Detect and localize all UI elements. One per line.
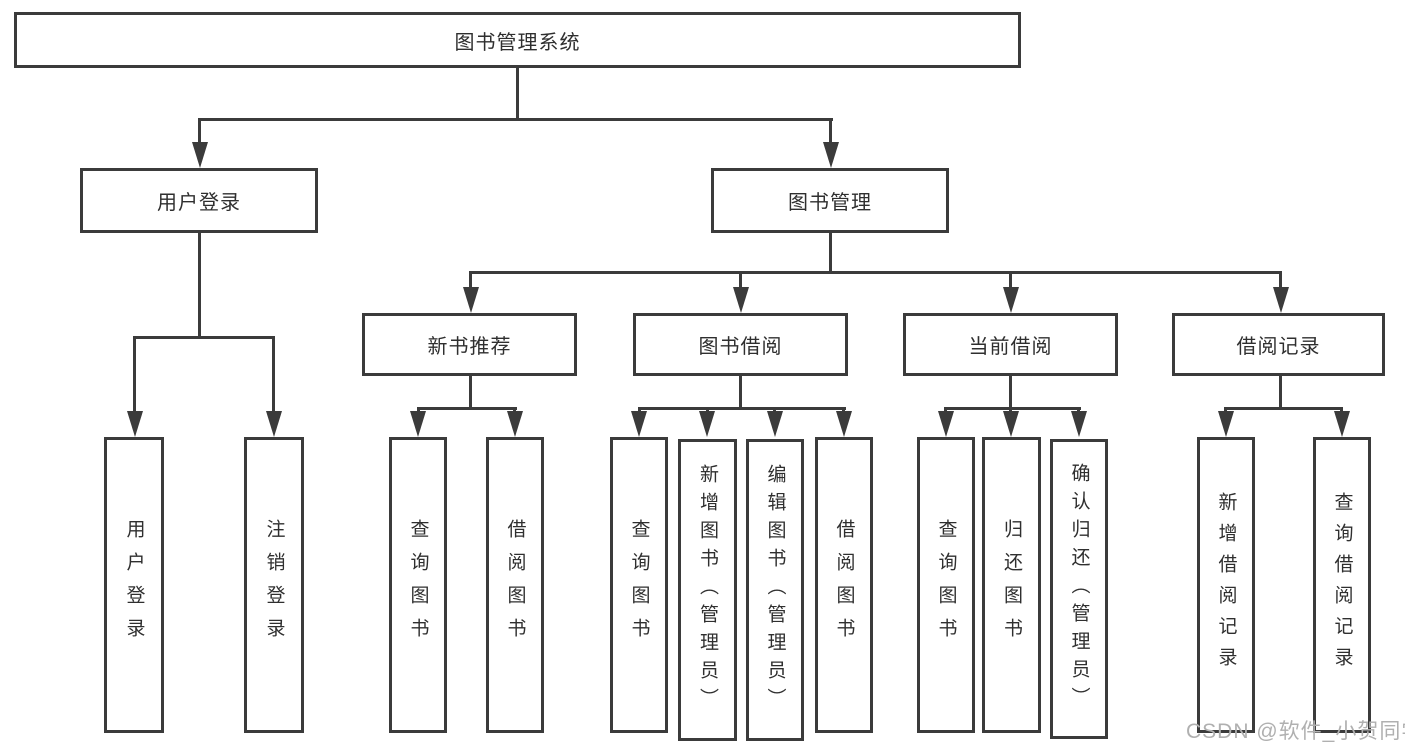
connector-line <box>198 233 201 338</box>
node-user-login-group: 用户登录 <box>80 168 318 233</box>
leaf-label: 归还图书 <box>1001 519 1022 651</box>
connector-line <box>272 336 275 413</box>
connector-line <box>739 376 742 409</box>
arrow-down-icon <box>1334 411 1350 437</box>
connector-line <box>945 407 1081 410</box>
watermark: CSDN @软件_小贺同学 <box>1186 720 1405 743</box>
node-label: 图书管理 <box>788 192 872 214</box>
leaf-label: 注销登录 <box>263 519 285 651</box>
leaf-node-query-book-current: 查询图书 <box>917 437 975 733</box>
leaf-label: 查询图书 <box>628 519 650 651</box>
connector-line <box>829 118 832 144</box>
connector-line <box>198 118 201 144</box>
arrow-down-icon <box>938 411 954 437</box>
arrow-down-icon <box>1071 411 1087 437</box>
connector-line <box>1009 376 1012 409</box>
leaf-node-borrow-book-recommend: 借阅图书 <box>486 437 544 733</box>
arrow-down-icon <box>266 411 282 437</box>
node-borrow-records: 借阅记录 <box>1172 313 1385 376</box>
leaf-label: 查询图书 <box>407 519 429 651</box>
node-current-borrow: 当前借阅 <box>903 313 1118 376</box>
connector-line <box>1009 271 1012 289</box>
connector-line <box>133 336 136 413</box>
connector-line <box>198 118 833 121</box>
node-label: 用户登录 <box>157 192 241 214</box>
node-label: 当前借阅 <box>968 336 1053 358</box>
arrow-down-icon <box>767 411 783 437</box>
connector-line <box>1225 407 1343 410</box>
arrow-down-icon <box>836 411 852 437</box>
node-root-system: 图书管理系统 <box>14 12 1021 68</box>
connector-line <box>1279 271 1282 289</box>
connector-line <box>417 407 517 410</box>
leaf-node-user-login: 用户登录 <box>104 437 164 733</box>
connector-line <box>739 271 742 289</box>
leaf-node-borrow-book: 借阅图书 <box>815 437 873 733</box>
arrow-down-icon <box>823 142 839 168</box>
leaf-label: 新增借阅记录 <box>1215 492 1237 678</box>
leaf-label: 用户登录 <box>123 519 145 651</box>
arrow-down-icon <box>733 287 749 313</box>
node-label: 图书借阅 <box>698 336 783 358</box>
arrow-down-icon <box>192 142 208 168</box>
arrow-down-icon <box>631 411 647 437</box>
connector-line <box>469 271 1281 274</box>
leaf-node-edit-book-admin: 编辑图书（管理员） <box>746 439 804 741</box>
arrow-down-icon <box>699 411 715 437</box>
connector-line <box>516 68 519 120</box>
node-new-book-recommend: 新书推荐 <box>362 313 577 376</box>
leaf-label: 查询图书 <box>935 519 957 651</box>
node-label: 新书推荐 <box>427 336 512 358</box>
arrow-down-icon <box>463 287 479 313</box>
arrow-down-icon <box>1218 411 1234 437</box>
leaf-node-query-book-borrow: 查询图书 <box>610 437 668 733</box>
node-label: 借阅记录 <box>1236 336 1321 358</box>
leaf-node-query-borrow-record: 查询借阅记录 <box>1313 437 1371 733</box>
leaf-node-add-borrow-record: 新增借阅记录 <box>1197 437 1255 733</box>
leaf-node-logout: 注销登录 <box>244 437 304 733</box>
connector-line <box>469 376 472 409</box>
node-book-borrow: 图书借阅 <box>633 313 848 376</box>
leaf-node-add-book-admin: 新增图书（管理员） <box>678 439 737 741</box>
arrow-down-icon <box>1273 287 1289 313</box>
leaf-label: 新增图书（管理员） <box>697 464 718 716</box>
connector-line <box>133 336 275 339</box>
leaf-node-return-book: 归还图书 <box>982 437 1041 733</box>
connector-line <box>1279 376 1282 409</box>
leaf-node-query-book-recommend: 查询图书 <box>389 437 447 733</box>
leaf-label: 借阅图书 <box>504 519 526 651</box>
connector-line <box>829 233 832 273</box>
node-book-management: 图书管理 <box>711 168 949 233</box>
arrow-down-icon <box>1003 287 1019 313</box>
arrow-down-icon <box>127 411 143 437</box>
arrow-down-icon <box>410 411 426 437</box>
leaf-label: 编辑图书（管理员） <box>764 464 786 716</box>
node-root-label: 图书管理系统 <box>454 31 581 54</box>
leaf-label: 查询借阅记录 <box>1331 492 1353 678</box>
leaf-node-confirm-return-admin: 确认归还（管理员） <box>1050 439 1108 739</box>
leaf-label: 确认归还（管理员） <box>1068 463 1090 715</box>
leaf-label: 借阅图书 <box>833 519 855 651</box>
arrow-down-icon <box>1003 411 1019 437</box>
connector-line <box>638 407 846 410</box>
connector-line <box>469 271 472 289</box>
arrow-down-icon <box>507 411 523 437</box>
